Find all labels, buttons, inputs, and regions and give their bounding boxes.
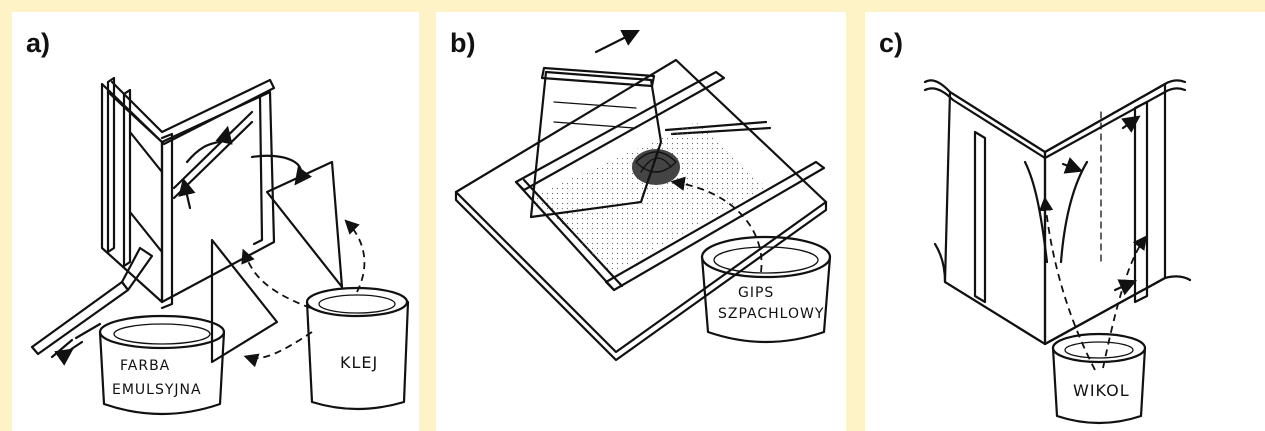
can-label: KLEJ (340, 353, 378, 372)
panel-b: b) (436, 12, 846, 431)
can-emulsion-paint: FARBA EMULSYJNA (100, 316, 224, 414)
can-label-line2: SZPACHLOWY (718, 306, 824, 322)
wall-left (945, 92, 1045, 344)
illustration-emulsion-paint-and-glue: FARBA EMULSYJNA KLEJ (12, 12, 419, 431)
panel-c: c) (865, 12, 1265, 431)
can-glue: KLEJ (307, 288, 408, 409)
illustration-wallpaper-glue: WIKOL (865, 12, 1265, 431)
plaster-wall-left (102, 84, 162, 302)
can-label-line1: FARBA (120, 358, 170, 374)
drywall-panel (267, 162, 342, 287)
can-label-line2: EMULSYJNA (112, 382, 202, 398)
illustration-gypsum-filler: GIPS SZPACHLOWY (436, 12, 846, 431)
panel-a: a) (12, 12, 419, 431)
can-label: WIKOL (1073, 381, 1130, 400)
can-label-line1: GIPS (738, 285, 774, 301)
paint-brush-icon (32, 248, 152, 357)
can-wood-glue: WIKOL (1053, 334, 1145, 423)
